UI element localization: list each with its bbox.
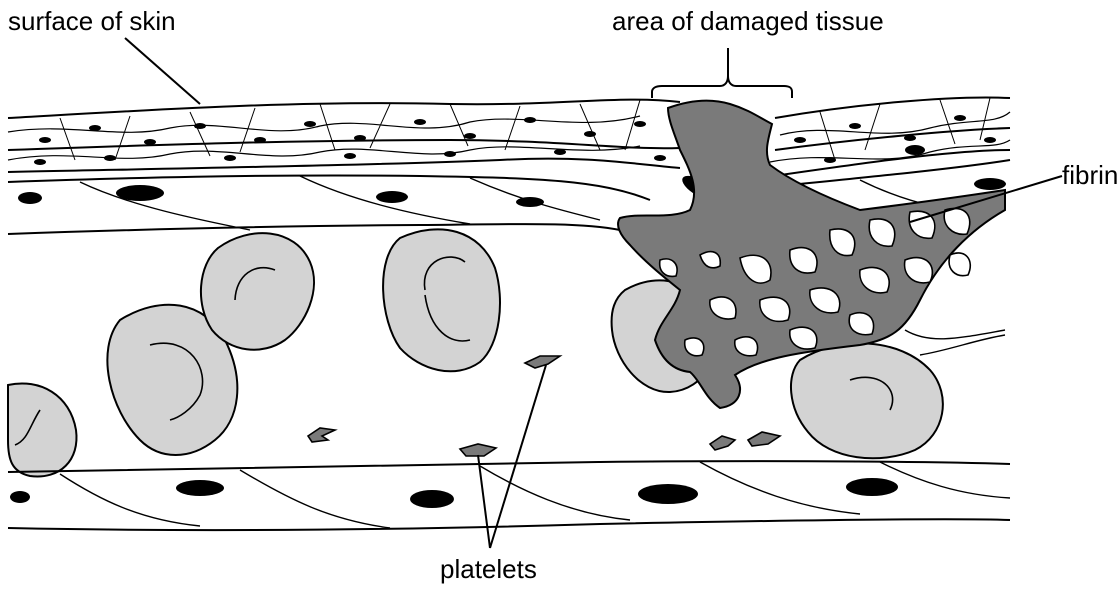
lower-nuclei xyxy=(10,478,898,508)
platelets-label: platelets xyxy=(440,556,537,582)
fibrin-strands xyxy=(905,330,1005,355)
red-cell xyxy=(201,233,314,350)
skin-surface-line xyxy=(8,100,680,118)
damaged-area-bracket xyxy=(652,48,792,98)
platelet xyxy=(460,444,496,456)
damaged-tissue-label: area of damaged tissue xyxy=(612,8,884,34)
platelet xyxy=(525,356,560,368)
platelet xyxy=(308,428,335,442)
platelet xyxy=(748,432,780,446)
fibrin-label: fibrin xyxy=(1062,162,1117,188)
surface-of-skin-label: surface of skin xyxy=(8,8,176,34)
red-cell xyxy=(8,383,77,476)
red-cell xyxy=(791,343,943,458)
platelets-leader-right xyxy=(490,365,546,548)
lower-tissue xyxy=(8,461,1010,530)
platelet xyxy=(710,436,735,450)
surface-leader xyxy=(125,38,200,104)
red-cell xyxy=(383,229,500,371)
